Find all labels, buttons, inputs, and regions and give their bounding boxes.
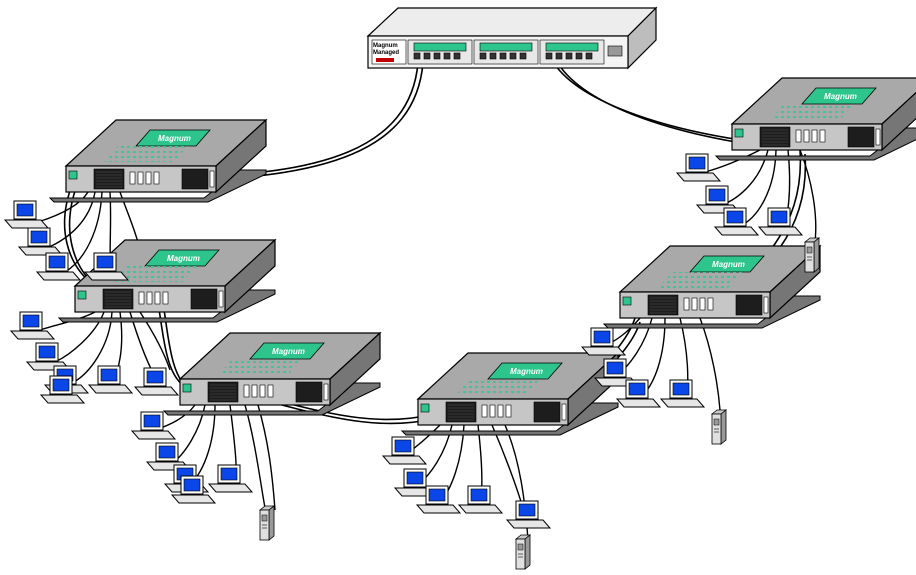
- switch-label: Magnum: [824, 92, 857, 101]
- workstation-icon: [382, 436, 427, 465]
- switch-label: Magnum: [712, 260, 745, 269]
- workstation-icon: [18, 227, 63, 256]
- switch-sw-mid-right: Magnum: [602, 244, 822, 329]
- workstation-icon: [88, 365, 133, 394]
- drop-cables: [37, 149, 817, 541]
- workstation-icon: [134, 367, 179, 396]
- workstation-icon: [676, 153, 721, 182]
- workstation-icon: [506, 500, 551, 529]
- workstation-icon: [758, 207, 803, 236]
- switch-label: Magnum: [158, 134, 191, 143]
- endpoints: [4, 153, 820, 570]
- core-switch-label-2: Managed: [373, 50, 399, 56]
- server-tower-icon: [711, 409, 727, 445]
- workstation-icon: [581, 327, 626, 356]
- switch-label: Magnum: [272, 347, 305, 356]
- workstation-icon: [131, 411, 176, 440]
- switch-sw-top-right: Magnum: [714, 77, 916, 161]
- server-tower-icon: [804, 237, 820, 273]
- switch-sw-bottom-left: Magnum: [162, 331, 382, 416]
- switch-label: Magnum: [167, 254, 200, 263]
- switch-sw-top-left: Magnum: [48, 118, 268, 203]
- workstation-icon: [4, 200, 49, 229]
- server-tower-icon: [259, 505, 275, 541]
- switch-sw-bottom-center: Magnum: [400, 351, 620, 436]
- server-tower-icon: [515, 534, 531, 570]
- workstation-icon: [10, 311, 55, 340]
- workstation-icon: [208, 464, 253, 493]
- core-switch-label-1: Magnum: [373, 43, 398, 49]
- core-managed-switch: Magnum Managed: [366, 6, 658, 70]
- workstation-icon: [458, 485, 503, 514]
- switch-label: Magnum: [510, 367, 543, 376]
- workstation-icon: [660, 379, 705, 408]
- switch-sw-mid-left: Magnum: [57, 238, 277, 323]
